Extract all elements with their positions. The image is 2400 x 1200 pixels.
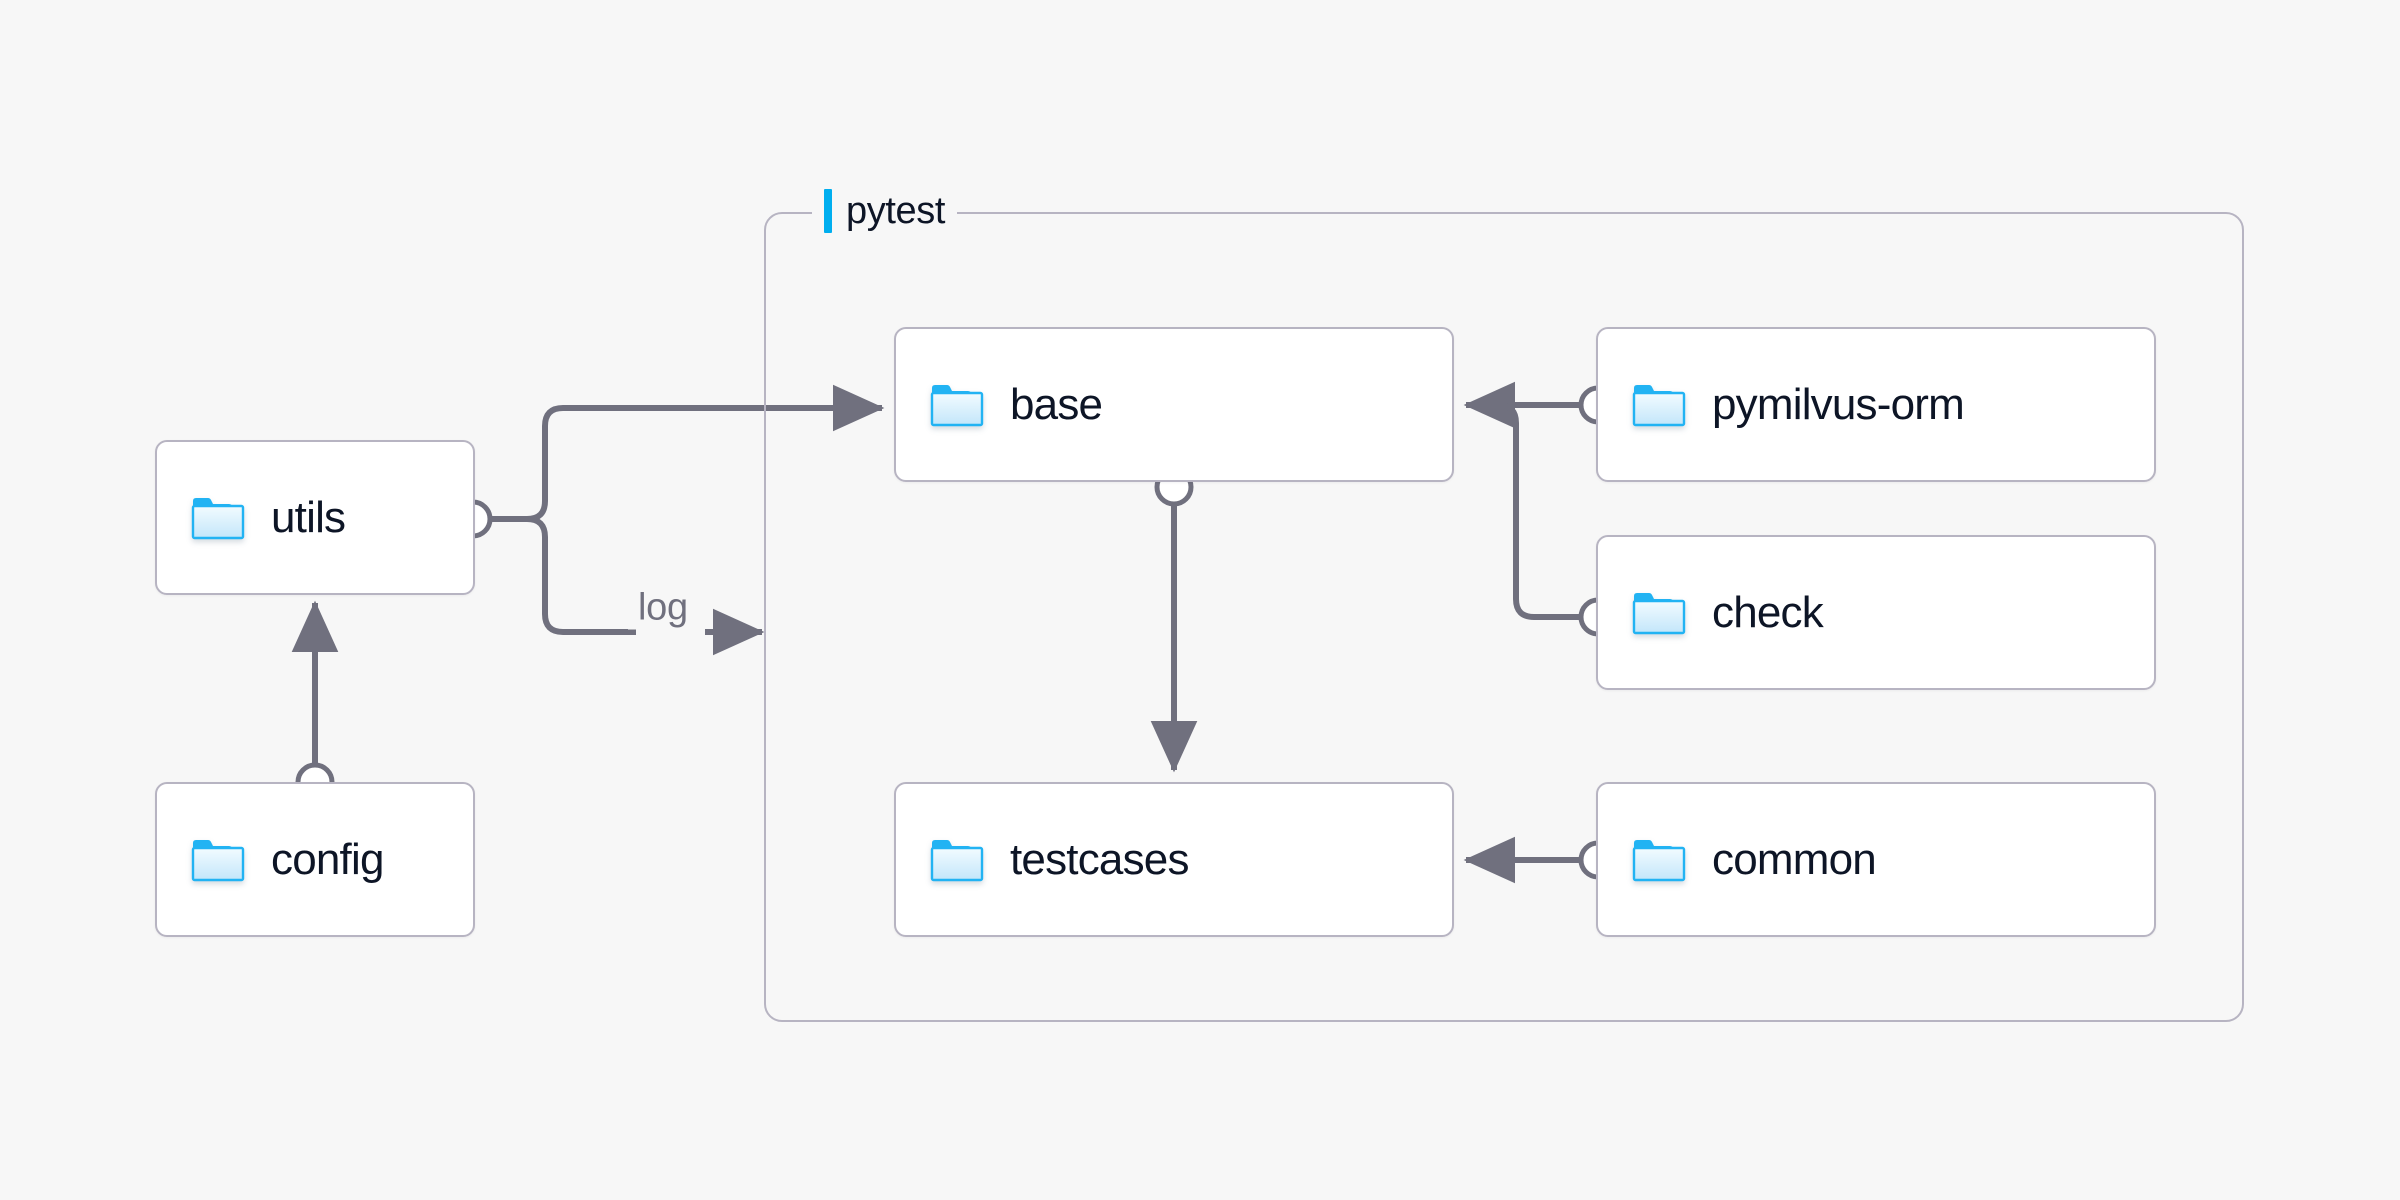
group-accent-bar (824, 189, 832, 233)
node-label: testcases (1010, 834, 1189, 884)
node-label: utils (271, 492, 346, 542)
node-check[interactable]: check (1596, 535, 2156, 690)
group-title-text: pytest (846, 189, 945, 232)
folder-icon (1632, 839, 1686, 881)
node-utils[interactable]: utils (155, 440, 475, 595)
node-label: check (1712, 587, 1824, 637)
group-pytest-label: pytest (812, 184, 957, 238)
folder-icon (930, 839, 984, 881)
node-label: base (1010, 379, 1103, 429)
node-common[interactable]: common (1596, 782, 2156, 937)
node-label: config (271, 834, 384, 884)
node-config[interactable]: config (155, 782, 475, 937)
folder-icon (1632, 384, 1686, 426)
edge-utils-log (526, 516, 636, 635)
node-testcases[interactable]: testcases (894, 782, 1454, 937)
folder-icon (1632, 592, 1686, 634)
folder-icon (191, 839, 245, 881)
group-pytest[interactable] (764, 212, 2244, 1022)
node-pymilvus-orm[interactable]: pymilvus-orm (1596, 327, 2156, 482)
node-label: pymilvus-orm (1712, 379, 1965, 429)
node-label: common (1712, 834, 1877, 884)
folder-icon (930, 384, 984, 426)
folder-icon (191, 497, 245, 539)
node-base[interactable]: base (894, 327, 1454, 482)
edge-label-log: log (628, 586, 698, 630)
